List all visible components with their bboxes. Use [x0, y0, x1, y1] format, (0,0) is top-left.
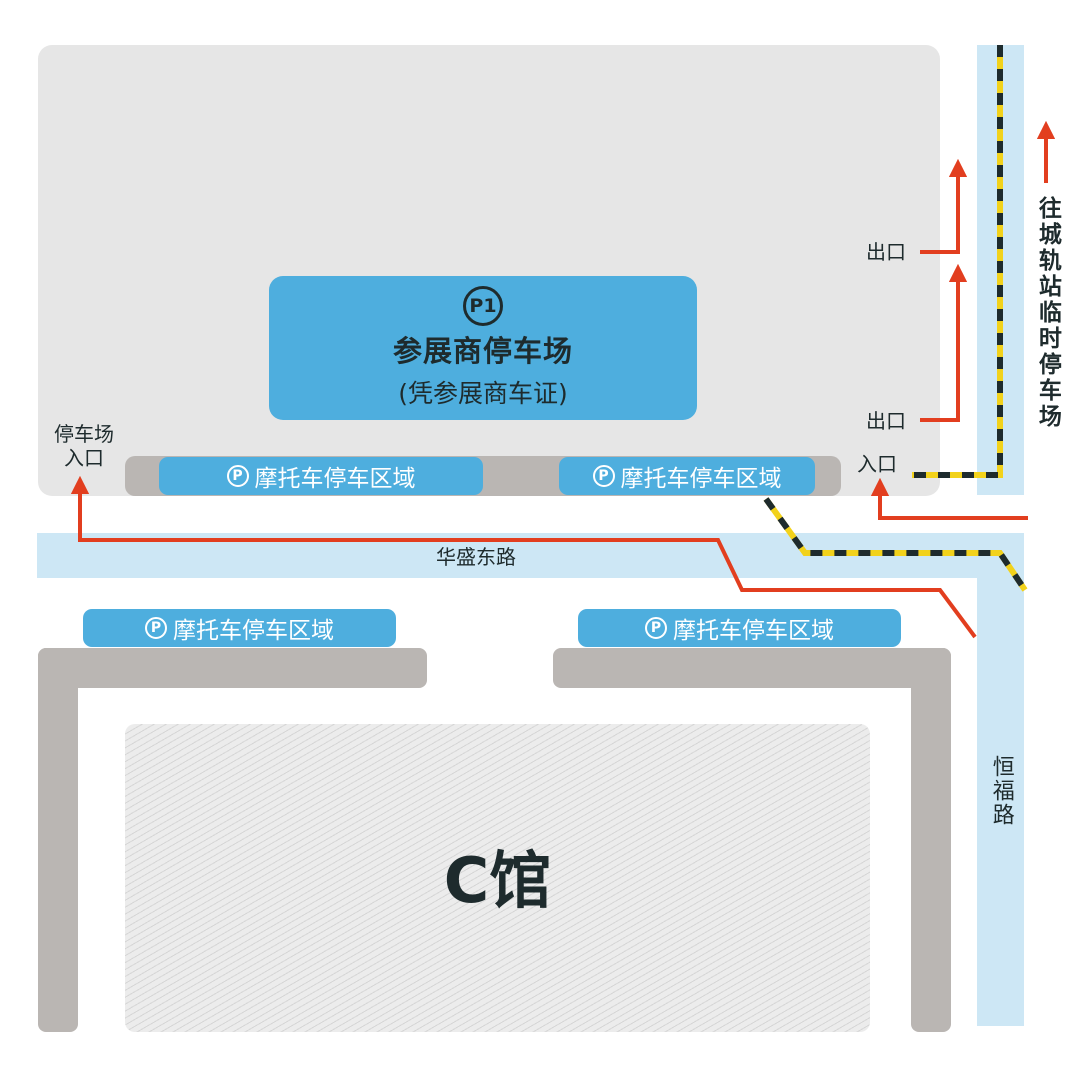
- huasheng-road-label: 华盛东路: [436, 545, 516, 569]
- wall-top-right: [553, 648, 951, 688]
- to-metro-vertical-label: 往城轨站临时停车场: [1028, 196, 1066, 430]
- hengfu-road-vertical-label: 恒福路: [983, 755, 1019, 827]
- route-to-entrance-right: [870, 477, 1028, 520]
- motorcycle-zone-hall-right[interactable]: P 摩托车停车区域: [578, 609, 901, 647]
- parking-p-icon: P: [226, 465, 249, 487]
- wall-right: [911, 648, 951, 1032]
- motorcycle-zone-label: 摩托车停车区域: [673, 618, 834, 644]
- to-metro-text: 往城轨站临时停车场: [1034, 196, 1061, 430]
- hengfu-road: [977, 533, 1024, 1026]
- motorcycle-zone-lot-right[interactable]: P 摩托车停车区域: [559, 457, 815, 495]
- motorcycle-zone-lot-left[interactable]: P 摩托车停车区域: [159, 457, 483, 495]
- parking-p-icon: P: [645, 617, 667, 639]
- motorcycle-zone-label: 摩托车停车区域: [254, 466, 416, 492]
- motorcycle-zone-hall-left[interactable]: P 摩托车停车区域: [83, 609, 396, 647]
- wall-left: [38, 648, 78, 1032]
- exhibitor-parking-lot-area: [38, 45, 940, 496]
- hall-c-building[interactable]: C馆: [125, 724, 870, 1032]
- dashed-lane-line-bottom: [763, 497, 1028, 592]
- p1-title: 参展商停车场: [392, 334, 573, 368]
- route-exit-lower: [920, 263, 968, 422]
- p1-badge-icon: P1: [463, 286, 503, 326]
- entrance-right-label: 入口: [857, 452, 897, 476]
- exit-upper-label: 出口: [866, 240, 906, 264]
- p1-exhibitor-parking-box[interactable]: P1 参展商停车场 (凭参展商车证): [269, 276, 697, 420]
- route-exit-upper: [920, 158, 968, 254]
- hengfu-road-label: 恒福路: [988, 755, 1014, 827]
- exit-lower-label: 出口: [866, 409, 906, 433]
- wall-top-left: [38, 648, 427, 688]
- route-to-lot-entrance-left: [70, 475, 977, 639]
- motorcycle-zone-label: 摩托车停车区域: [620, 466, 782, 492]
- parking-p-icon: P: [145, 617, 167, 639]
- hall-c-label: C馆: [443, 844, 552, 917]
- p1-subtitle: (凭参展商车证): [398, 379, 568, 408]
- motorcycle-zone-label: 摩托车停车区域: [173, 618, 334, 644]
- lot-entrance-label: 停车场入口: [54, 422, 114, 470]
- dashed-lane-line-top: [912, 45, 1003, 478]
- parking-p-icon: P: [592, 465, 615, 487]
